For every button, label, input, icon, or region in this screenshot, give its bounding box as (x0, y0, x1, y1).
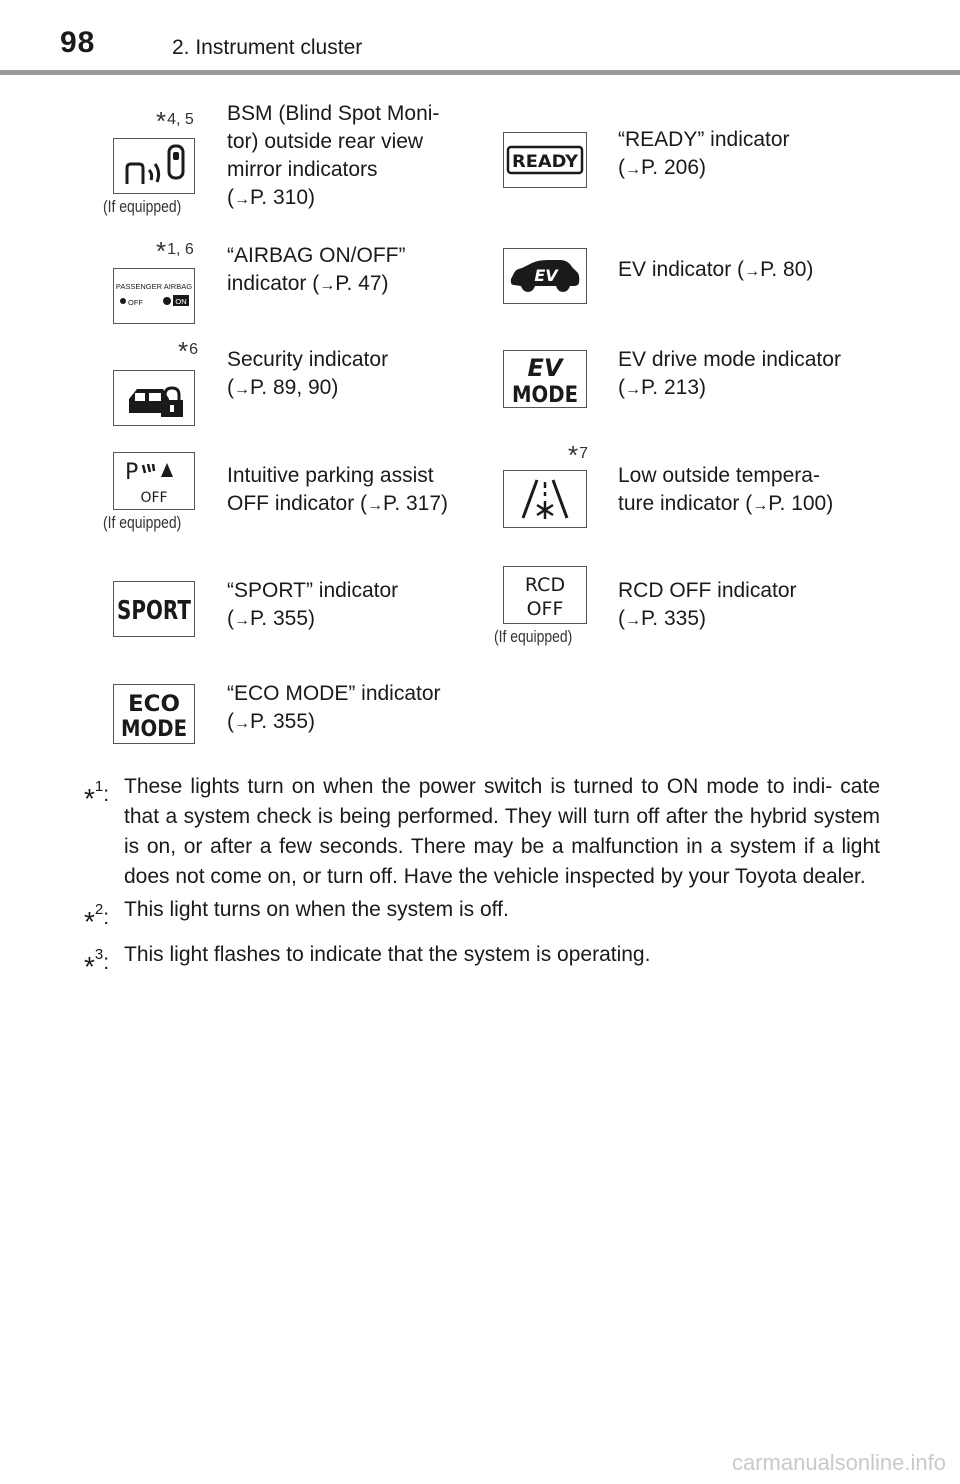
note-security: *6 (178, 336, 199, 366)
if-equipped-label: (If equipped) (103, 513, 182, 532)
arrow-icon: → (319, 277, 336, 294)
page-reference[interactable]: P. 89, 90) (250, 376, 339, 399)
page-reference[interactable]: P. 355) (250, 607, 315, 630)
page-number: 98 (60, 26, 96, 59)
ev-car-icon: EV (510, 260, 580, 292)
page-reference[interactable]: P. 80) (760, 258, 814, 281)
svg-text:ECO: ECO (128, 692, 180, 717)
footnotes: *1: These lights turn on when the power … (84, 772, 880, 985)
bsm-description: BSM (Blind Spot Moni- tor) outside rear … (227, 102, 440, 209)
low-temperature-icon (521, 479, 569, 519)
page-reference[interactable]: P. 206) (641, 156, 706, 179)
parking-indicator-box: P OFF (113, 452, 195, 510)
page-reference[interactable]: P. 47) (335, 272, 389, 295)
svg-text:OFF: OFF (128, 298, 143, 307)
header-rule (0, 70, 960, 75)
page-reference[interactable]: P. 355) (250, 710, 315, 733)
arrow-icon: → (625, 381, 641, 398)
watermark: carmanualsonline.info (731, 1450, 946, 1475)
footnote: *3: This light flashes to indicate that … (84, 940, 880, 982)
lowtemp-indicator-box (503, 470, 587, 528)
bsm-indicator-box (113, 138, 195, 194)
bsm-mirror-icon (125, 144, 185, 184)
svg-text:RCD: RCD (525, 574, 565, 596)
page-reference[interactable]: P. 100) (768, 492, 834, 515)
arrow-icon: → (367, 497, 384, 514)
sport-description: “SPORT” indicator (→P. 355) (227, 579, 399, 630)
arrow-icon: → (234, 612, 250, 629)
svg-text:OFF: OFF (140, 490, 167, 506)
ev-indicator-box: EV (503, 248, 587, 304)
evmode-description: EV drive mode indicator (→P. 213) (618, 348, 841, 399)
arrow-icon: → (744, 263, 761, 280)
rcd-indicator-box: RCD OFF (503, 566, 587, 624)
ready-description: “READY” indicator (→P. 206) (618, 128, 790, 179)
if-equipped-label: (If equipped) (494, 627, 573, 646)
eco-description: “ECO MODE” indicator (→P. 355) (227, 682, 441, 733)
svg-text:PASSENGER AIRBAG: PASSENGER AIRBAG (116, 282, 192, 291)
page-reference[interactable]: P. 317) (383, 492, 449, 515)
svg-text:MODE: MODE (121, 717, 187, 741)
svg-text:EV: EV (534, 266, 559, 285)
security-indicator-box (113, 370, 195, 426)
arrow-icon: → (234, 715, 250, 732)
arrow-icon: → (752, 497, 769, 514)
page-reference[interactable]: P. 335) (641, 607, 706, 630)
ev-description: EV indicator (→P. 80) (618, 258, 814, 281)
footnote-text: This light flashes to indicate that the … (124, 943, 651, 966)
airbag-onoff-icon: PASSENGER AIRBAG OFF ON (116, 282, 192, 307)
footnote-text: This light turns on when the system is o… (124, 898, 509, 921)
footnote: *2: This light turns on when the system … (84, 895, 880, 937)
ready-icon: READY (506, 145, 584, 175)
airbag-description: “AIRBAG ON/OFF” indicator (→P. 47) (227, 244, 406, 295)
evmode-indicator-box: EV MODE (503, 350, 587, 408)
arrow-icon: → (234, 381, 250, 398)
arrow-icon: → (625, 161, 641, 178)
svg-text:READY: READY (512, 152, 579, 172)
footnote-text: These lights turn on when the power swit… (124, 775, 880, 888)
ready-indicator-box: READY (503, 132, 587, 188)
note-bsm: *4, 5 (156, 106, 194, 136)
page-reference[interactable]: P. 310) (250, 186, 315, 209)
rcd-off-icon: RCD OFF (525, 574, 565, 620)
sport-icon: SPORT (117, 596, 191, 626)
sport-indicator-box: SPORT (113, 581, 195, 637)
note-airbag: *1, 6 (156, 236, 194, 266)
security-description: Security indicator (→P. 89, 90) (227, 348, 389, 399)
svg-text:SPORT: SPORT (117, 596, 191, 626)
eco-indicator-box: ECO MODE (113, 684, 195, 744)
arrow-icon: → (234, 191, 250, 208)
svg-text:EV: EV (528, 354, 565, 382)
svg-text:MODE: MODE (512, 383, 578, 406)
lowtemp-description: Low outside tempera- ture indicator (→P.… (618, 464, 834, 515)
rcd-description: RCD OFF indicator (→P. 335) (618, 579, 797, 630)
security-car-lock-icon (129, 386, 183, 417)
if-equipped-label: (If equipped) (103, 197, 182, 216)
airbag-indicator-box: PASSENGER AIRBAG OFF ON (113, 268, 195, 324)
svg-text:P: P (125, 460, 138, 485)
note-low-temperature: *7 (568, 440, 589, 470)
ev-mode-icon: EV MODE (512, 354, 578, 406)
parking-description: Intuitive parking assist OFF indicator (… (227, 464, 449, 515)
eco-mode-icon: ECO MODE (121, 692, 187, 741)
svg-text:ON: ON (175, 297, 186, 306)
footnote: *1: These lights turn on when the power … (84, 772, 880, 892)
arrow-icon: → (625, 612, 641, 629)
parking-assist-off-icon: P OFF (125, 460, 173, 506)
page-reference[interactable]: P. 213) (641, 376, 706, 399)
svg-text:OFF: OFF (527, 598, 564, 620)
section-title: 2. Instrument cluster (172, 36, 363, 59)
